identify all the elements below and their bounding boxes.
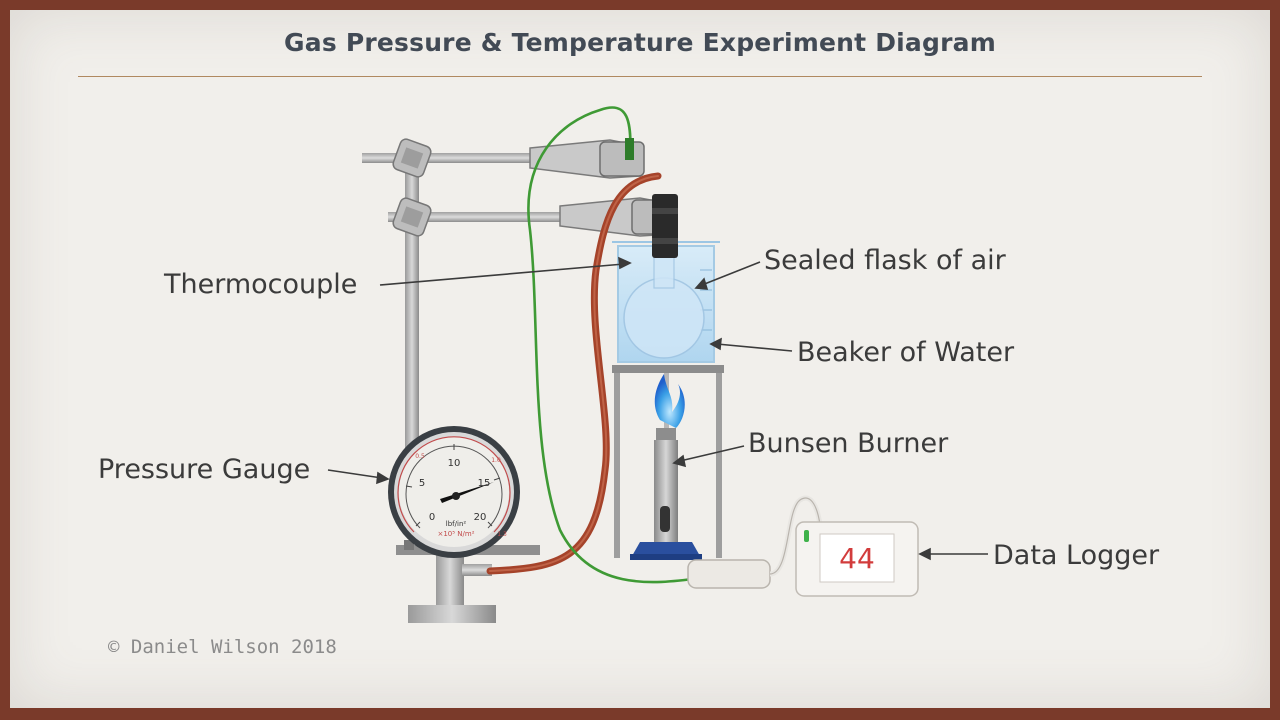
gauge-leader [327,469,383,479]
thermocouple-wire [527,106,701,584]
gauge-unit-primary: lbf/in² [446,520,467,528]
thermocouple-probe [625,138,634,160]
gauge-tick-15: 15 [478,478,491,489]
stand-rod [405,150,419,450]
label-data-logger: Data Logger [993,540,1160,571]
page-title: Gas Pressure & Temperature Experiment Di… [284,28,996,57]
boss-clamp-lower [392,197,432,237]
gauge-tick-secondary-1: 1.0 [491,457,501,464]
title-divider [78,76,1202,77]
label-beaker: Beaker of Water [797,337,1015,368]
gauge-tick-5: 5 [419,478,425,489]
label-thermocouple: Thermocouple [164,269,358,300]
pressure-gauge: 0 5 10 15 20 0.5 1.0 1.3 lbf/in² ×10⁵ N/… [388,426,520,558]
copyright-notice: © Daniel Wilson 2018 [108,636,337,658]
sealed-flask [623,194,705,359]
clamp-rod-lower [388,212,578,222]
bunsen-leader [679,445,745,462]
data-logger: 44 [795,521,919,597]
gauge-unit-secondary: ×10⁵ N/m² [437,530,474,538]
flask-leader [701,261,761,286]
gauge-tick-10: 10 [448,458,461,469]
clamp-rod-upper [362,153,552,163]
gauge-tick-20: 20 [474,512,487,523]
gauge-tick-secondary-0: 0.5 [415,453,425,460]
bunsen-burner [630,374,702,560]
thermocouple-leader [379,263,625,286]
boss-clamp-upper [392,138,432,178]
gauge-tick-0: 0 [429,512,435,523]
label-pressure-gauge: Pressure Gauge [98,454,311,485]
logger-interface-box [687,495,823,589]
label-sealed-flask: Sealed flask of air [764,245,1006,276]
beaker-leader [716,343,793,352]
gauge-tick-secondary-2: 1.3 [497,531,507,538]
label-bunsen-burner: Bunsen Burner [748,428,949,459]
rubber-bung [652,194,678,258]
logger-reading: 44 [839,542,875,575]
